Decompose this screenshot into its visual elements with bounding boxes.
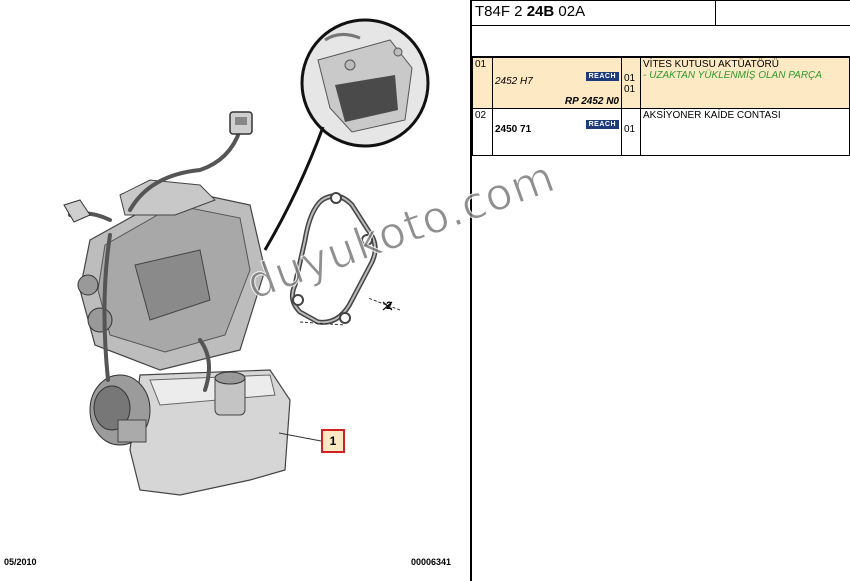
table-row[interactable]: 02 REACH 2450 71 01 AKSİYONER KAİDE CONT… [472, 108, 850, 156]
part-reference-cell: REACH 2452 H7 RP 2452 N0 [492, 57, 622, 109]
group-code: T84F 2 24B 02A [475, 3, 586, 20]
quantity-cell: 01 01 [621, 57, 641, 109]
gasket-outline [289, 192, 378, 325]
item-index: 01 [472, 57, 493, 109]
callout-2-label[interactable]: 2 [386, 300, 393, 312]
part-note: - UZAKTAN YÜKLENMİŞ OLAN PARÇA [643, 70, 822, 81]
gasket-leader [299, 297, 401, 326]
replacement-reference[interactable]: RP 2452 N0 [564, 96, 619, 107]
parts-table: 01 REACH 2452 H7 RP 2452 N0 01 01 VİTES … [472, 57, 850, 156]
table-top-border [472, 56, 850, 57]
exploded-diagram: duyukoto.com 2 1 05/2010 00006341 [4, 0, 563, 581]
zoom-leader-line [263, 126, 325, 251]
date-code: 05/2010 [4, 557, 37, 567]
connector-clip [63, 199, 91, 223]
description-cell: AKSİYONER KAİDE CONTASI [640, 108, 850, 156]
header-divider [715, 0, 716, 25]
actuator-body [77, 179, 291, 496]
callout-1-badge[interactable]: 1 [321, 429, 345, 453]
table-row[interactable]: 01 REACH 2452 H7 RP 2452 N0 01 01 VİTES … [472, 57, 850, 109]
part-reference[interactable]: 2452 H7 [495, 76, 533, 87]
connector-plug [229, 111, 253, 135]
part-description: AKSİYONER KAİDE CONTASI [643, 110, 781, 121]
panel-top-border [472, 0, 850, 1]
gearbox-actuator-illustration [63, 18, 430, 496]
quantity: 01 [624, 73, 636, 84]
reach-badge: REACH [585, 120, 619, 129]
part-reference[interactable]: 2450 71 [495, 124, 532, 135]
reach-badge: REACH [585, 72, 619, 81]
detail-zoom-circle [300, 18, 430, 148]
quantity: 01 [624, 124, 636, 135]
replacement-quantity: 01 [624, 84, 636, 95]
description-cell: VİTES KUTUSU AKTÜATÖRÜ - UZAKTAN YÜKLENM… [640, 57, 850, 109]
parts-panel: T84F 2 24B 02A 01 REACH 2452 H7 RP 2452 … [472, 0, 850, 581]
quantity-cell: 01 [621, 108, 641, 156]
part-reference-cell: REACH 2450 71 [492, 108, 622, 156]
part-description: VİTES KUTUSU AKTÜATÖRÜ [643, 59, 779, 70]
drawing-number: 00006341 [411, 557, 452, 567]
item-index: 02 [472, 108, 493, 156]
panel-header: T84F 2 24B 02A [472, 0, 850, 26]
body-leader [278, 432, 322, 442]
